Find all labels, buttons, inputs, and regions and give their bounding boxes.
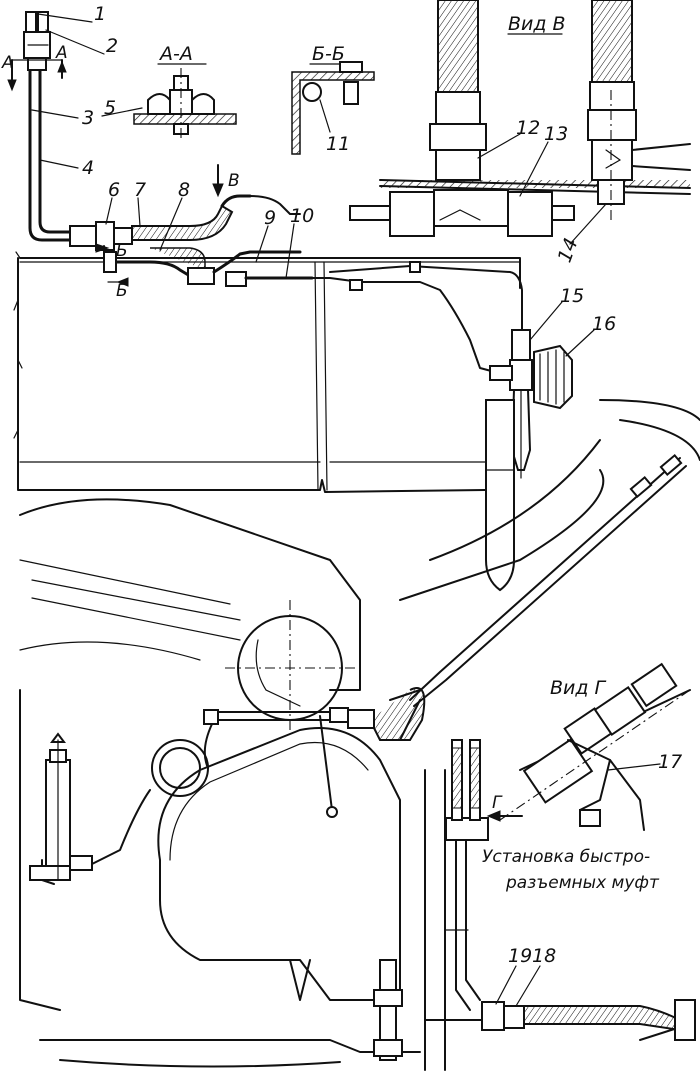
section-marks: А А Б Б В Г: [1, 43, 503, 813]
leader-lines: [31, 13, 661, 1007]
pipe-10: [299, 277, 496, 373]
callout-14: 14: [554, 235, 583, 265]
tank: [157, 727, 401, 1001]
callout-3: 3: [82, 107, 94, 129]
section-title-bb: Б-Б: [312, 43, 345, 65]
valve-16: [533, 344, 573, 410]
upper-assembly: [7, 11, 573, 592]
callout-2: 2: [106, 35, 118, 57]
section-aa: [101, 63, 237, 138]
callout-18: 18: [532, 945, 556, 967]
frame-outline: [17, 257, 521, 493]
callout-6: 6: [108, 179, 120, 201]
callout-9: 9: [264, 207, 276, 229]
callout-4: 4: [82, 157, 94, 179]
hose-7: [131, 204, 234, 241]
note-line-2: разъемных муфт: [505, 873, 660, 893]
pipe-8: [108, 260, 192, 278]
callout-19: 19: [508, 945, 532, 967]
probe-tip: [485, 399, 515, 592]
section-mark-a-left: А: [1, 53, 14, 73]
view-arrow-g: Г: [492, 793, 503, 813]
callout-8: 8: [178, 179, 190, 201]
section-mark-b-bottom: Б: [116, 281, 128, 301]
pipe-9: [249, 195, 301, 215]
pipe-3: [28, 68, 72, 242]
callout-12: 12: [516, 117, 540, 139]
lower-assembly: [19, 399, 700, 1071]
view-v: [349, 0, 691, 237]
section-titles: А-А Б-Б Вид В Вид Г: [158, 13, 607, 699]
installation-note: Установка быстро- разъемных муфт: [482, 847, 660, 893]
callout-1: 1: [94, 3, 106, 25]
callout-11: 11: [326, 133, 350, 155]
note-line-1: Установка быстро-: [482, 847, 650, 867]
section-bb: [291, 61, 375, 155]
view-arrow-v: В: [228, 171, 240, 191]
pipe-4: [38, 68, 72, 234]
view-title-v: Вид В: [508, 13, 566, 35]
callout-7: 7: [134, 179, 146, 201]
callout-15: 15: [560, 285, 584, 307]
callout-10: 10: [290, 205, 314, 227]
callout-13: 13: [544, 123, 568, 145]
callout-17: 17: [658, 751, 682, 773]
section-mark-b-top: Б: [116, 241, 128, 261]
view-title-g: Вид Г: [550, 677, 607, 699]
callout-16: 16: [592, 313, 616, 335]
callout-5: 5: [104, 97, 116, 119]
section-mark-a-right: А: [55, 43, 68, 63]
section-title-aa: А-А: [158, 43, 193, 65]
